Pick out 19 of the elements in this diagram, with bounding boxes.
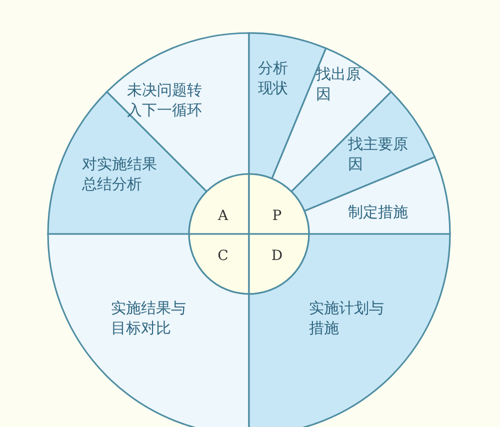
phase-letter: C [216,247,230,266]
core-quadrant [248,233,310,295]
core-quadrant [248,173,310,235]
step-label: 找主要原因 [348,134,409,174]
step-label: 制定措施 [348,202,409,222]
wheel-sector [248,233,451,427]
step-label: 分析现状 [258,58,289,98]
phase-letter: P [271,207,283,226]
step-label: 找出原因 [316,64,362,104]
core-quadrant [188,233,250,295]
phase-letter: D [270,247,284,266]
step-label: 实施结果与目标对比 [111,298,187,338]
phase-letter: A [216,207,230,226]
wheel-sector [304,156,451,235]
core-quadrant [188,173,250,235]
step-label: 对实施结果总结分析 [82,154,158,194]
step-label: 实施计划与措施 [309,298,385,338]
wheel-sector [47,233,250,427]
step-label: 未决问题转入下一循环 [127,80,203,120]
